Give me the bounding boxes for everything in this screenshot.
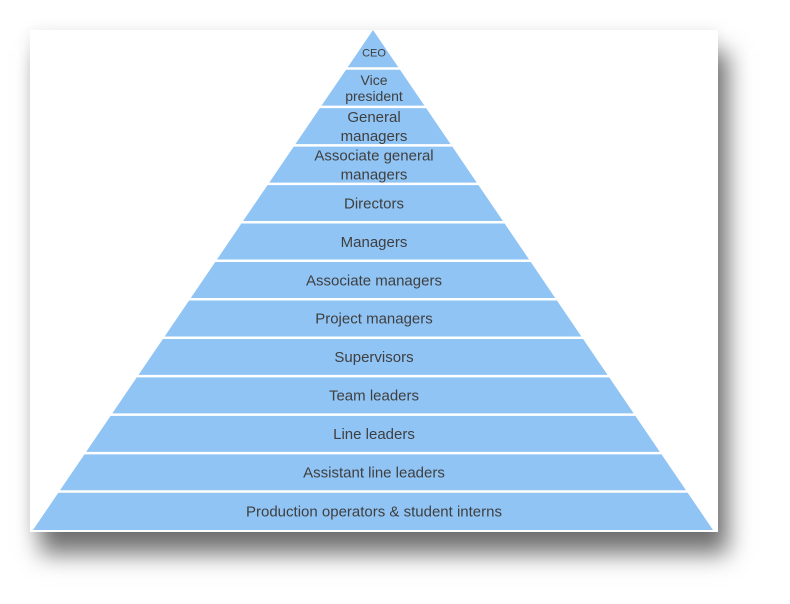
- pyramid-level-shape: [164, 300, 582, 337]
- pyramid-level-shape: [216, 223, 530, 260]
- pyramid-level-5: Directors: [243, 185, 503, 222]
- pyramid-level-1: CEO: [347, 30, 399, 68]
- pyramid-level-label: General: [347, 109, 400, 126]
- pyramid-level-shape: [295, 108, 451, 145]
- pyramid-level-label: Supervisors: [334, 349, 413, 366]
- pyramid-level-label: Project managers: [315, 311, 433, 328]
- pyramid-level-3: General managers: [295, 108, 451, 145]
- pyramid-level-shape: [269, 146, 477, 183]
- pyramid-level-7: Associate managers: [190, 262, 556, 298]
- pyramid-level-shape: [243, 185, 503, 222]
- pyramid-level-11: Line leaders: [86, 415, 660, 452]
- pyramid-level-shape: [138, 338, 608, 375]
- pyramid-level-shape: [112, 377, 634, 414]
- pyramid-level-shape: [321, 69, 425, 106]
- pyramid-level-label: Line leaders: [333, 426, 415, 443]
- pyramid-level-4: Associate general managers: [269, 146, 477, 183]
- pyramid-level-label: CEO: [362, 47, 386, 59]
- pyramid-level-label: Directors: [344, 195, 404, 212]
- pyramid-level-label: Production operators & student interns: [246, 504, 502, 521]
- pyramid-level-label: Associate managers: [306, 272, 442, 289]
- pyramid-level-6: Managers: [216, 223, 530, 260]
- pyramid-level-10: Team leaders: [112, 377, 634, 414]
- pyramid-level-shape: [60, 454, 686, 491]
- pyramid-level-13: Production operators & student interns: [33, 492, 713, 530]
- pyramid-level-shape: [190, 262, 556, 298]
- pyramid-level-8: Project managers: [164, 300, 582, 337]
- pyramid-level-shape: [86, 415, 660, 452]
- pyramid-level-label: Team leaders: [329, 388, 419, 405]
- pyramid-level-label: managers: [341, 166, 408, 183]
- pyramid-level-9: Supervisors: [138, 338, 608, 375]
- pyramid-level-label: president: [345, 88, 403, 104]
- pyramid-level-shape: [347, 30, 399, 68]
- pyramid-level-12: Assistant line leaders: [60, 454, 686, 491]
- pyramid-level-label: Vice: [361, 72, 388, 88]
- pyramid-level-shape: [33, 492, 713, 530]
- pyramid-level-label: Associate general: [314, 147, 433, 164]
- pyramid-level-label: managers: [341, 128, 408, 145]
- pyramid-level-label: Assistant line leaders: [303, 465, 445, 482]
- pyramid-level-label: Managers: [341, 234, 408, 251]
